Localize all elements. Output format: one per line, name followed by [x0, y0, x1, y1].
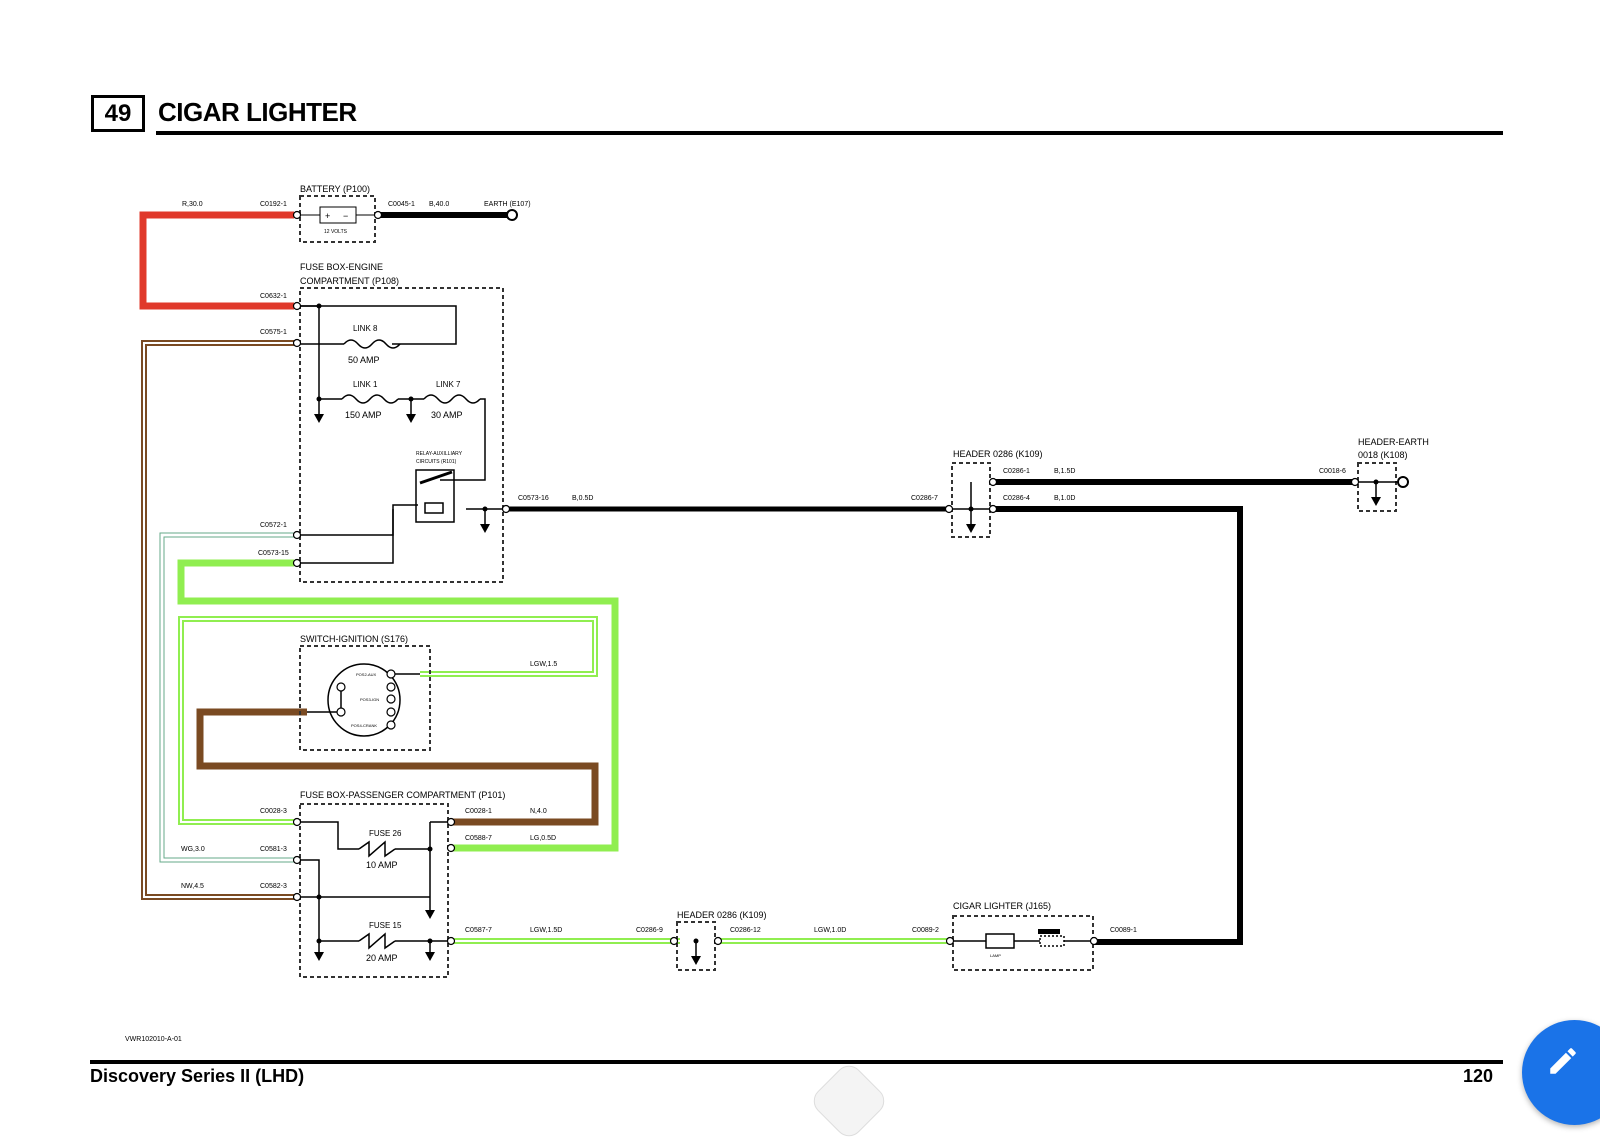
footer-page-number: 120 [1462, 1066, 1493, 1086]
footer-model: Discovery Series II (LHD) [90, 1066, 305, 1086]
wire-label-b05d: B,0.5D [572, 495, 593, 502]
fuse26-amp: 10 AMP [366, 860, 398, 870]
fusebox-pass-box [299, 803, 449, 978]
wire-label-lg05d: LG,0.5D [530, 835, 556, 842]
cigar-lighter-box [952, 915, 1094, 971]
link8-amp: 50 AMP [348, 355, 380, 365]
switch-ignition-label: SWITCH-IGNITION (S176) [300, 634, 408, 644]
wire-label-b15d: B,1.5D [1054, 468, 1075, 475]
conn-c0286-7: C0286-7 [911, 495, 938, 502]
conn-c0573-16: C0573-16 [518, 495, 549, 502]
wire-red [139, 211, 294, 310]
conn-c0192-1: C0192-1 [260, 201, 287, 208]
header-k109-bottom-label: HEADER 0286 (K109) [677, 910, 767, 920]
conn-c0089-1: C0089-1 [1110, 927, 1137, 934]
link8-label: LINK 8 [353, 324, 378, 333]
wire-label-lgw15d: LGW,1.5D [530, 927, 562, 934]
relay-label-1: RELAY-AUXILLIARY [416, 451, 463, 457]
relay-label-2: CIRCUITS (R101) [416, 459, 457, 465]
wire-label-nw45: NW,4.5 [181, 883, 204, 890]
figure-ref-code: VWR102010-A-01 [125, 1036, 182, 1043]
earth-label: EARTH (E107) [484, 201, 531, 208]
conn-c0028-3: C0028-3 [260, 808, 287, 815]
header-earth-box [1357, 462, 1397, 512]
conn-c0582-3: C0582-3 [260, 883, 287, 890]
conn-c0286-9: C0286-9 [636, 927, 663, 934]
pos3-label: POS3-IGN [360, 697, 379, 702]
fuse26-label: FUSE 26 [369, 829, 402, 838]
conn-c0573-15: C0573-15 [258, 550, 289, 557]
cigar-lighter-label: CIGAR LIGHTER (J165) [953, 901, 1051, 911]
earth-icon [506, 209, 518, 221]
link1-label: LINK 1 [353, 380, 378, 389]
wire-b10d [994, 506, 1243, 945]
link7-amp: 30 AMP [431, 410, 463, 420]
conn-c0581-3: C0581-3 [260, 846, 287, 853]
fusebox-pass-label: FUSE BOX-PASSENGER COMPARTMENT (P101) [300, 790, 505, 800]
conn-c0089-2: C0089-2 [912, 927, 939, 934]
ignition-switch-icon [327, 663, 401, 737]
fuse15-label: FUSE 15 [369, 921, 402, 930]
header-k109-bottom-box [676, 921, 716, 971]
wire-label-b10d: B,1.0D [1054, 495, 1075, 502]
lamp-label: LAMP [990, 953, 1001, 958]
wire-brown-n [196, 708, 599, 826]
conn-c0045-1: C0045-1 [388, 201, 415, 208]
conn-c0286-1: C0286-1 [1003, 468, 1030, 475]
fusebox-engine-box [299, 287, 504, 583]
section-number: 49 [91, 95, 145, 132]
wire-label-wg30: WG,3.0 [181, 846, 205, 853]
title-rule [156, 131, 1503, 135]
fusebox-engine-label-1: FUSE BOX-ENGINE [300, 262, 383, 272]
footer-rule [90, 1060, 1503, 1064]
header-earth-label-1: HEADER-EARTH [1358, 437, 1429, 447]
header-k109-top-label: HEADER 0286 (K109) [953, 449, 1043, 459]
conn-c0575-1: C0575-1 [260, 329, 287, 336]
switch-ignition-box [299, 645, 431, 751]
conn-c0572-1: C0572-1 [260, 522, 287, 529]
pencil-icon [1550, 1048, 1576, 1074]
conn-c0588-7: C0588-7 [465, 835, 492, 842]
svg-text:−: − [343, 211, 348, 221]
conn-c0587-7: C0587-7 [465, 927, 492, 934]
wiring-diagram: + − 12 VOLTS [139, 184, 1429, 978]
header-earth-label-2: 0018 (K108) [1358, 450, 1408, 460]
link7-label: LINK 7 [436, 380, 461, 389]
conn-c0028-1: C0028-1 [465, 808, 492, 815]
battery-label: BATTERY (P100) [300, 184, 370, 194]
fusebox-engine-label-2: COMPARTMENT (P108) [300, 276, 399, 286]
wire-label-b40: B,40.0 [429, 201, 449, 208]
wire-label-lgw15: LGW,1.5 [530, 661, 557, 668]
conn-c0018-6: C0018-6 [1319, 468, 1346, 475]
pos4-label: POS4-CRANK [351, 723, 377, 728]
link1-amp: 150 AMP [345, 410, 382, 420]
battery-box [299, 195, 376, 243]
conn-c0632-1: C0632-1 [260, 293, 287, 300]
fuse15-amp: 20 AMP [366, 953, 398, 963]
wire-label-lgw10d: LGW,1.0D [814, 927, 846, 934]
page-title: CIGAR LIGHTER [158, 97, 357, 127]
conn-c0286-12: C0286-12 [730, 927, 761, 934]
wire-label-n40: N,4.0 [530, 808, 547, 815]
pos2-label: POS2-AUX [356, 672, 377, 677]
wire-green-lg [177, 559, 619, 852]
conn-c0286-4: C0286-4 [1003, 495, 1030, 502]
svg-text:+: + [325, 211, 330, 221]
battery-volts-label: 12 VOLTS [324, 229, 348, 235]
wire-label-r30: R,30.0 [182, 201, 203, 208]
